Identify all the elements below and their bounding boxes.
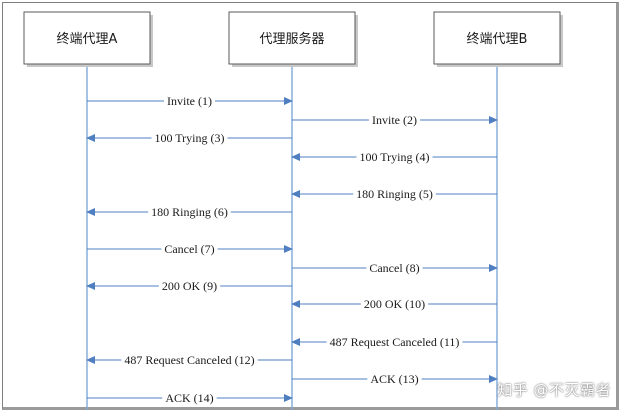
message-label-background — [326, 334, 463, 350]
message-3: 100 Trying (3) — [86, 130, 292, 146]
message-11: 487 Request Canceled (11) — [291, 334, 497, 350]
messages-group: Invite (1) Invite (2) 100 Trying (3) 100 Tr… — [86, 93, 498, 406]
message-13: ACK (13) — [292, 371, 498, 387]
message-5: 180 Ringing (5) — [291, 186, 497, 202]
actor-label-p: 代理服务器 — [259, 31, 324, 47]
message-7: Cancel (7) — [87, 241, 293, 257]
message-label-background — [121, 352, 258, 368]
image-frame — [2, 2, 619, 410]
message-label-background — [148, 204, 231, 220]
message-label: 487 Request Canceled (12) — [124, 353, 254, 367]
message-label: ACK (13) — [370, 372, 418, 386]
actor-box-p: 代理服务器 — [228, 11, 358, 67]
message-label-background — [164, 93, 215, 109]
message-label-background — [161, 241, 218, 257]
message-label: Cancel (7) — [164, 242, 214, 256]
message-label: ACK (14) — [165, 391, 213, 405]
message-label: Cancel (8) — [369, 261, 419, 275]
message-12: 487 Request Canceled (12) — [86, 352, 292, 368]
message-label: 180 Ringing (6) — [151, 205, 228, 219]
message-label-background — [158, 278, 221, 294]
message-label-background — [162, 390, 217, 406]
message-label: 100 Trying (4) — [359, 150, 429, 164]
message-label-background — [353, 186, 436, 202]
message-6: 180 Ringing (6) — [86, 204, 292, 220]
message-label: 200 OK (10) — [364, 297, 425, 311]
message-4: 100 Trying (4) — [291, 149, 497, 165]
message-14: ACK (14) — [87, 390, 293, 406]
message-label-background — [360, 296, 429, 312]
message-8: Cancel (8) — [292, 260, 498, 276]
message-label: Invite (1) — [167, 94, 212, 108]
message-10: 200 OK (10) — [291, 296, 497, 312]
message-label-background — [369, 112, 420, 128]
actors-group: 终端代理A 代理服务器 终端代理B — [23, 11, 563, 67]
message-label: 180 Ringing (5) — [356, 187, 433, 201]
message-label-background — [356, 149, 433, 165]
actor-box-b: 终端代理B — [433, 11, 563, 67]
message-2: Invite (2) — [292, 112, 498, 128]
message-label-background — [367, 371, 422, 387]
message-1: Invite (1) — [87, 93, 293, 109]
message-label-background — [366, 260, 423, 276]
actor-label-a: 终端代理A — [57, 31, 118, 47]
message-label: 200 OK (9) — [162, 279, 217, 293]
message-label: 100 Trying (3) — [154, 131, 224, 145]
message-label-background — [151, 130, 228, 146]
actor-box-a: 终端代理A — [23, 11, 153, 67]
watermark-text: 知乎 @不灭霸者 — [497, 381, 611, 399]
message-9: 200 OK (9) — [86, 278, 292, 294]
message-label: 487 Request Canceled (11) — [330, 335, 460, 349]
message-label: Invite (2) — [372, 113, 417, 127]
actor-label-b: 终端代理B — [467, 31, 528, 47]
